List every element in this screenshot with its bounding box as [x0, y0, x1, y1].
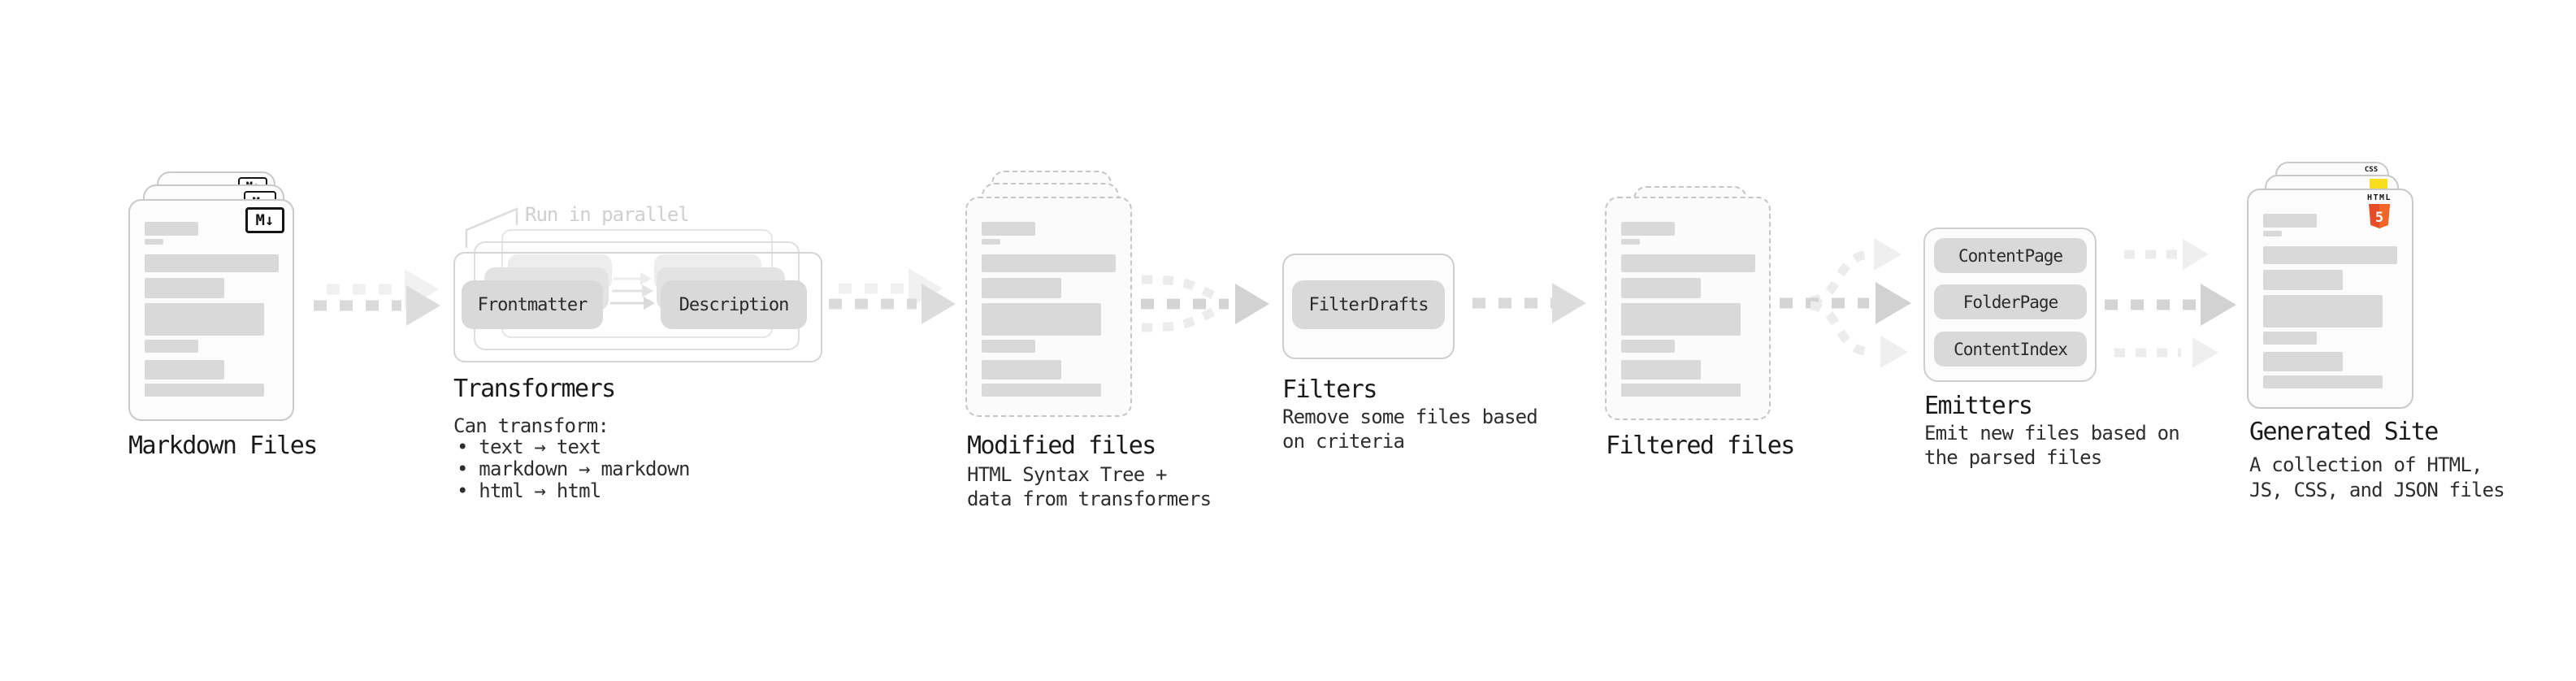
frontmatter-pill: Frontmatter	[462, 280, 603, 329]
description-pill: Description	[661, 280, 807, 329]
javascript-icon	[2370, 179, 2387, 189]
description-line: HTML Syntax Tree +	[967, 463, 1167, 486]
description-line: the parsed files	[1924, 446, 2102, 469]
placeholder-bar	[145, 278, 224, 298]
placeholder-bar	[1621, 278, 1701, 298]
placeholder-bar	[1621, 239, 1640, 245]
placeholder-bar	[2263, 270, 2343, 290]
arrow-filters-to-filtered	[1472, 283, 1586, 323]
html5-icon: HTML 5	[2357, 193, 2402, 228]
arrow-markdown-to-transformers	[314, 269, 440, 326]
placeholder-bar	[2263, 246, 2397, 264]
placeholder-bar	[1621, 254, 1755, 272]
bullet-item: • markdown → markdown	[457, 458, 690, 480]
emitters-description: Emit new files based on the parsed files	[1924, 421, 2180, 470]
arrow-filtered-to-emitters	[1780, 238, 1911, 368]
placeholder-bar	[2263, 352, 2343, 371]
placeholder-bar	[2263, 332, 2317, 345]
emitters-label: Emitters	[1924, 392, 2033, 420]
placeholder-bar	[982, 384, 1101, 397]
placeholder-bar	[145, 303, 264, 336]
placeholder-bar	[1621, 222, 1675, 236]
markdown-icon: M↓	[245, 207, 284, 233]
placeholder-bar	[145, 340, 198, 353]
css-icon-label: CSS	[2364, 166, 2379, 174]
filters-description: Remove some files based on criteria	[1282, 405, 1538, 453]
placeholder-bar	[145, 254, 279, 272]
svg-text:5: 5	[2375, 210, 2383, 226]
folderpage-pill: FolderPage	[1934, 284, 2087, 319]
file-content-placeholder	[982, 222, 1116, 397]
placeholder-bar	[145, 239, 163, 245]
modified-files-label: Modified files	[967, 432, 1156, 460]
placeholder-bar	[2263, 214, 2317, 228]
description-line: JS, CSS, and JSON files	[2249, 479, 2505, 501]
bullet-item: • text → text	[457, 436, 601, 458]
generated-site-label: Generated Site	[2249, 418, 2439, 446]
description-line: A collection of HTML,	[2249, 453, 2483, 476]
description-line: on criteria	[1282, 430, 1405, 453]
description-line: Remove some files based	[1282, 406, 1538, 428]
placeholder-bar	[2263, 375, 2383, 388]
placeholder-bar	[982, 340, 1035, 353]
filters-label: Filters	[1282, 375, 1377, 404]
placeholder-bar	[982, 254, 1116, 272]
generated-site-description: A collection of HTML, JS, CSS, and JSON …	[2249, 453, 2505, 503]
transformer-lane-front	[453, 252, 822, 362]
filtered-file-card-front	[1605, 197, 1771, 420]
transformers-bullet-list: • text → text • markdown → markdown • ht…	[457, 436, 690, 502]
arrow-emitters-to-generated	[2105, 239, 2236, 368]
placeholder-bar	[2263, 231, 2282, 236]
html5-shield-icon: 5	[2369, 204, 2390, 228]
placeholder-bar	[145, 360, 224, 380]
transformers-description-heading: Can transform:	[453, 414, 609, 437]
arrow-transformers-to-modified	[829, 268, 956, 324]
placeholder-bar	[1621, 340, 1675, 353]
bullet-item: • html → html	[457, 479, 601, 502]
file-content-placeholder	[1621, 222, 1755, 397]
run-in-parallel-callout: Run in parallel	[525, 203, 690, 226]
contentpage-pill: ContentPage	[1934, 238, 2087, 273]
file-content-placeholder	[145, 222, 279, 397]
modified-files-description: HTML Syntax Tree + data from transformer…	[967, 462, 1212, 511]
placeholder-bar	[145, 384, 264, 397]
html5-icon-label: HTML	[2366, 193, 2392, 202]
callout-pointer-line	[465, 207, 518, 248]
generated-file-card-front: HTML 5	[2247, 189, 2413, 409]
placeholder-bar	[982, 303, 1101, 336]
placeholder-bar	[982, 360, 1061, 380]
markdown-files-label: Markdown Files	[128, 432, 318, 460]
placeholder-bar	[2263, 295, 2383, 327]
markdown-file-card-front: M↓	[128, 199, 294, 421]
placeholder-bar	[1621, 360, 1701, 380]
arrow-modified-to-filters	[1141, 275, 1269, 332]
modified-file-card-front	[965, 197, 1132, 417]
placeholder-bar	[982, 239, 1000, 245]
placeholder-bar	[145, 222, 198, 236]
contentindex-pill: ContentIndex	[1934, 332, 2087, 367]
description-line: Emit new files based on	[1924, 422, 2180, 445]
placeholder-bar	[982, 278, 1061, 298]
filterdrafts-pill: FilterDrafts	[1292, 280, 1445, 329]
arrow-frontmatter-to-description	[610, 272, 655, 310]
placeholder-bar	[982, 222, 1035, 236]
description-line: data from transformers	[967, 488, 1212, 510]
transformers-label: Transformers	[453, 375, 616, 403]
filtered-files-label: Filtered files	[1606, 432, 1795, 460]
placeholder-bar	[1621, 303, 1741, 336]
file-content-placeholder	[2263, 214, 2397, 388]
placeholder-bar	[1621, 384, 1741, 397]
